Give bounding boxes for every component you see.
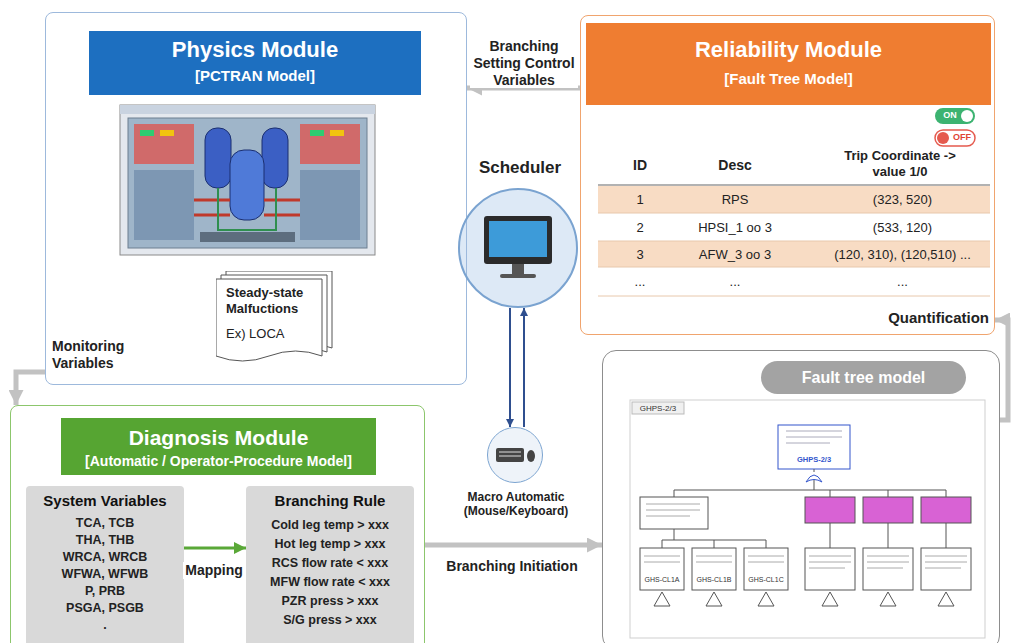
node-text: THA, THB: [26, 533, 184, 548]
module-panel: Fault tree model: [602, 350, 1000, 643]
header-band: Physics Module [PCTRAN Model]: [89, 31, 421, 95]
trip-table: [598, 185, 990, 296]
computer-icon: [459, 189, 577, 307]
module-panel: Physics Module [PCTRAN Model] Monitoring V…: [45, 12, 467, 385]
table-label: ID: [615, 157, 665, 174]
node-title: Physics Module: [89, 37, 421, 63]
connector-arrow: [995, 320, 1008, 420]
node-text: Ex) LOCA: [226, 326, 322, 342]
node-text: [Automatic / Operator-Procedure Model]: [61, 453, 376, 470]
node-text: MFW flow rate < xxx: [246, 575, 414, 590]
table-label: (120, 310), (120,510) ...: [815, 247, 990, 263]
table-label: AFW_3 oo 3: [680, 247, 790, 263]
document-stack: Steady-state MalfuctionsEx) LOCA: [216, 271, 334, 366]
node-text: Quantification: [861, 309, 989, 327]
connector-arrow: [467, 86, 580, 91]
table-label: GHPS-2/3: [633, 404, 683, 414]
node-text: [PCTRAN Model]: [89, 67, 421, 85]
edge-label: Branching Initiation: [432, 558, 592, 575]
scheduler-circle: Scheduler: [458, 188, 578, 308]
node-text: PSGA, PSGB: [26, 601, 184, 616]
node-text: PZR press > xxx: [246, 594, 414, 609]
variable-box: System VariablesTCA, TCB THA, THB WRCA, WR…: [26, 486, 184, 643]
table-label: (323, 520): [815, 192, 990, 208]
table-label: OFF: [950, 132, 974, 143]
header-band: Reliability Module [Fault Tree Model]: [586, 23, 991, 105]
table-label: GHS-CL1C: [744, 576, 788, 584]
node-text: [Fault Tree Model]: [586, 70, 991, 88]
node-text: S/G press > xxx: [246, 613, 414, 628]
node-title: Reliability Module: [586, 37, 991, 63]
table-label: ON: [940, 110, 960, 121]
node-title: Steady-state Malfuctions: [226, 285, 322, 316]
table-label: GHS-CL1A: [640, 576, 684, 584]
node-text: RCS flow rate < xxx: [246, 556, 414, 571]
sheet: [216, 279, 322, 361]
node-text: .: [26, 618, 184, 633]
edge-label: Mapping: [183, 562, 245, 579]
node-title: Fault tree model: [761, 368, 966, 387]
node-text: Cold leg temp > xxx: [246, 518, 414, 533]
macro-circle: Macro Automatic (Mouse/Keyboard): [487, 427, 543, 483]
table-label: ...: [815, 274, 990, 290]
node-title: Diagnosis Module: [61, 425, 376, 450]
node-title: System Variables: [26, 492, 184, 510]
table-label: (533, 120): [815, 220, 990, 236]
table-label: 3: [615, 247, 665, 263]
connector-arrow: [16, 372, 45, 405]
node-title: Branching Rule: [246, 492, 414, 510]
connector-arrow: [509, 308, 511, 427]
node-text: TCA, TCB: [26, 516, 184, 531]
table-label: RPS: [680, 192, 790, 208]
header-band: Diagnosis Module [Automatic / Operator-Pr…: [61, 418, 376, 475]
node-text: Hot leg temp > xxx: [246, 537, 414, 552]
node-text: P, PRB: [26, 584, 184, 599]
table-label: ...: [680, 274, 790, 290]
table-label: ...: [615, 274, 665, 290]
connector-arrow: [184, 547, 246, 550]
toggle-switch: [935, 108, 975, 146]
module-panel: Reliability Module [Fault Tree Model] Quan…: [580, 15, 995, 335]
edge-label: Branching Setting Control Variables: [470, 38, 578, 88]
connector-arrow: [523, 308, 525, 427]
connector-arrow: [425, 543, 602, 548]
table-label: 1: [615, 192, 665, 208]
node-text: WRCA, WRCB: [26, 550, 184, 565]
table-label: GHS-CL1B: [692, 576, 736, 584]
fault-tree-picture: [630, 400, 985, 638]
table-label: GHPS-2/3: [781, 455, 847, 464]
table-label: Trip Coordinate -> value 1/0: [830, 148, 970, 179]
table-label: 2: [615, 220, 665, 236]
node-title: Scheduler: [440, 158, 600, 178]
table-label: Desc: [690, 157, 780, 174]
node-title: Macro Automatic (Mouse/Keyboard): [451, 490, 581, 519]
header-band: Fault tree model: [761, 361, 966, 394]
node-text: WFWA, WFWB: [26, 567, 184, 582]
table-label: HPSI_1 oo 3: [680, 220, 790, 236]
rule-box: Branching RuleCold leg temp > xxxHot leg…: [246, 486, 414, 643]
module-panel: Diagnosis Module [Automatic / Operator-Pr…: [10, 405, 425, 643]
node-text: Monitoring Variables: [52, 338, 147, 372]
simulator-screenshot: [120, 105, 375, 255]
keyboard-mouse-icon: [488, 428, 542, 482]
